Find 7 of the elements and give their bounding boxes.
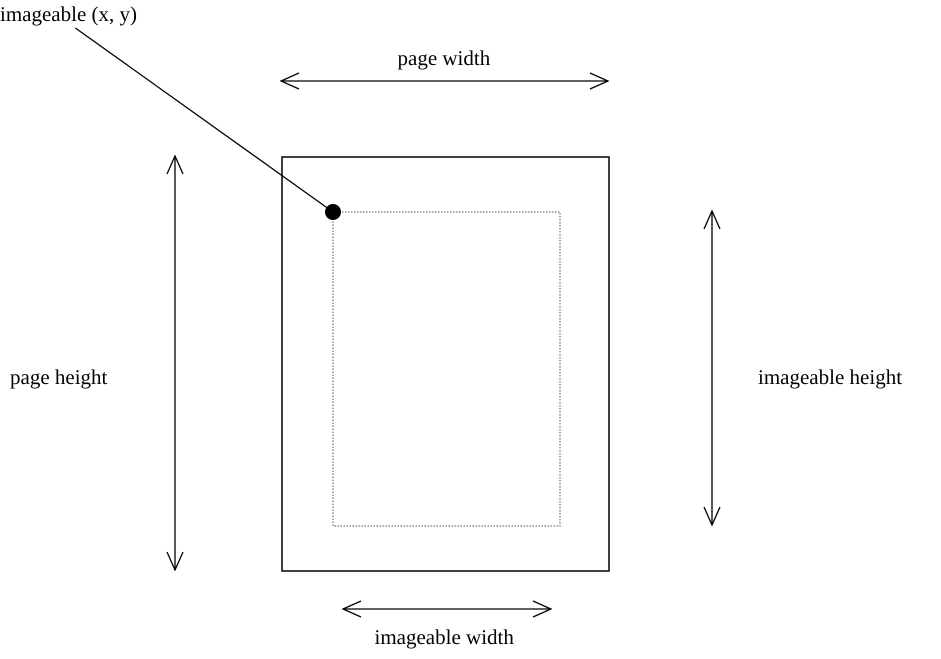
dimension-label: page height [10,365,108,389]
dimension-label: imageable width [374,625,514,649]
dimension-label: page width [398,46,490,70]
leader-line [74,27,327,208]
anchor-dot [325,204,341,220]
coordinate-label: imageable (x, y) [0,2,138,26]
dimension-label: imageable height [758,365,902,389]
